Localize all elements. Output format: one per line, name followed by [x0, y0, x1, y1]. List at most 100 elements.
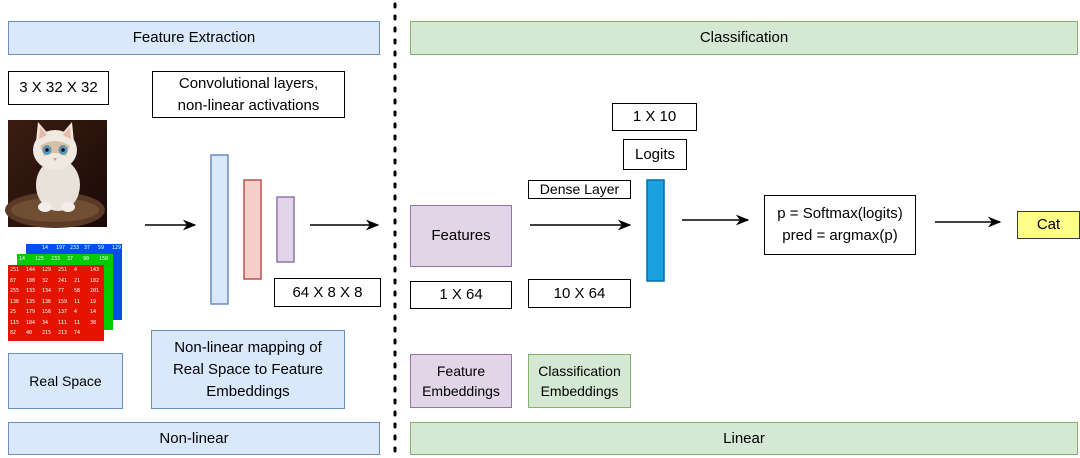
blue-cell: 59: [98, 245, 105, 251]
red-cell: 21: [74, 277, 81, 284]
mapping-note-label: Non-linear mapping of Real Space to Feat…: [172, 338, 324, 400]
red-cell: 11: [74, 319, 81, 326]
input-shape-label: 3 X 32 X 32: [19, 79, 98, 96]
real-space-box: Real Space: [8, 353, 123, 409]
non-linear-label: Non-linear: [159, 429, 229, 447]
red-channel: [8, 265, 104, 341]
red-cell: 255: [10, 288, 20, 294]
conv-layers-label: Convolutional layers, non-linear activat…: [177, 74, 320, 114]
logits-bar: [646, 179, 665, 282]
mapping-note-box: Non-linear mapping of Real Space to Feat…: [151, 330, 345, 409]
red-cell: 156: [42, 309, 52, 315]
red-cell: 159: [58, 298, 68, 305]
blue-cell: 129: [112, 245, 122, 251]
logits-label: Logits: [634, 145, 676, 163]
softmax-box: p = Softmax(logits) pred = argmax(p): [764, 195, 916, 255]
logits-box: Logits: [623, 139, 687, 170]
cat-photo: [5, 120, 107, 228]
red-cell: 11: [74, 298, 81, 305]
red-cell: 14: [90, 309, 97, 315]
classification-label: Classification: [699, 29, 789, 46]
red-cell: 77: [58, 288, 65, 294]
feature-extraction-header: Feature Extraction: [8, 21, 380, 55]
prediction-label: Cat: [1036, 216, 1061, 233]
blue-cell: 233: [70, 245, 80, 251]
feature-embeddings-box: Feature Embeddings: [410, 354, 512, 408]
red-cell: 25: [10, 309, 17, 315]
rgb-channel-grid: [8, 244, 122, 341]
red-cell: 74: [74, 330, 81, 336]
features-shape-label: 1 X 64: [439, 286, 483, 303]
green-cell: 90: [83, 256, 90, 262]
red-cell: 143: [90, 267, 100, 273]
features-shape-box: 1 X 64: [410, 281, 512, 309]
classification-embeddings-label: Classification Embeddings: [538, 363, 621, 399]
green-cell: 233: [51, 256, 61, 262]
real-space-label: Real Space: [29, 373, 102, 389]
red-cell: 184: [26, 319, 36, 326]
red-cell: 144: [26, 267, 36, 273]
red-cell: 38: [90, 319, 97, 326]
linear-label: Linear: [723, 429, 765, 447]
classification-embeddings-box: Classification Embeddings: [528, 354, 631, 408]
logits-shape-label: 1 X 10: [632, 108, 677, 125]
red-cell: 115: [10, 319, 20, 326]
green-cell: 14: [19, 256, 26, 262]
red-cell: 32: [42, 277, 49, 284]
feature-embeddings-label: Feature Embeddings: [422, 363, 500, 399]
red-cell: 251: [58, 267, 68, 273]
red-cell: 40: [26, 330, 33, 336]
red-cell: 137: [58, 309, 68, 315]
blue-cell: 14: [42, 245, 49, 251]
conv-layers-note: Convolutional layers, non-linear activat…: [152, 71, 345, 118]
red-cell: 136: [10, 298, 20, 305]
dense-layer-label: Dense Layer: [539, 181, 620, 197]
blue-cell: 37: [84, 245, 91, 251]
feature-extraction-label: Feature Extraction: [132, 29, 256, 46]
dense-shape-label: 10 X 64: [553, 284, 606, 302]
red-cell: 111: [58, 319, 68, 326]
red-cell: 133: [26, 288, 36, 294]
red-cell: 241: [58, 277, 68, 284]
red-cell: 182: [90, 277, 100, 284]
red-cell: 215: [42, 330, 52, 336]
red-cell: 251: [10, 267, 20, 273]
non-linear-footer: Non-linear: [8, 422, 380, 455]
red-cell: 34: [42, 319, 49, 326]
red-cell: 87: [10, 277, 17, 284]
red-cell: 82: [10, 330, 17, 336]
red-cell: 58: [74, 288, 81, 294]
features-label: Features: [431, 227, 491, 244]
red-cell: 135: [26, 298, 36, 305]
softmax-label: p = Softmax(logits) pred = argmax(p): [777, 205, 903, 244]
features-box: Features: [410, 205, 512, 267]
red-cell: 129: [42, 267, 52, 273]
red-cell: 4: [74, 309, 78, 315]
classification-header: Classification: [410, 21, 1078, 55]
red-cell: 179: [26, 309, 36, 315]
red-cell: 19: [90, 298, 97, 305]
conv-layer-1: [210, 154, 229, 305]
red-cell: 4: [74, 267, 78, 273]
green-cell: 158: [99, 256, 109, 262]
prediction-box: Cat: [1017, 211, 1080, 239]
linear-footer: Linear: [410, 422, 1078, 455]
green-cell: 37: [67, 256, 74, 262]
red-cell: 180: [26, 277, 36, 284]
feature-map-shape-label: 64 X 8 X 8: [292, 283, 363, 301]
conv-layer-2: [243, 179, 262, 280]
dense-layer-box: Dense Layer: [528, 180, 631, 199]
red-cell: 136: [42, 298, 52, 305]
green-cell: 125: [35, 256, 45, 262]
red-cell: 134: [42, 288, 52, 294]
conv-layer-3: [276, 196, 295, 263]
blue-cell: 197: [56, 245, 66, 251]
red-cell: 201: [90, 288, 100, 294]
feature-map-shape-box: 64 X 8 X 8: [274, 278, 381, 307]
dense-shape-box: 10 X 64: [528, 279, 631, 308]
input-shape-box: 3 X 32 X 32: [8, 71, 109, 105]
logits-shape-box: 1 X 10: [612, 103, 697, 131]
red-cell: 213: [58, 330, 68, 336]
